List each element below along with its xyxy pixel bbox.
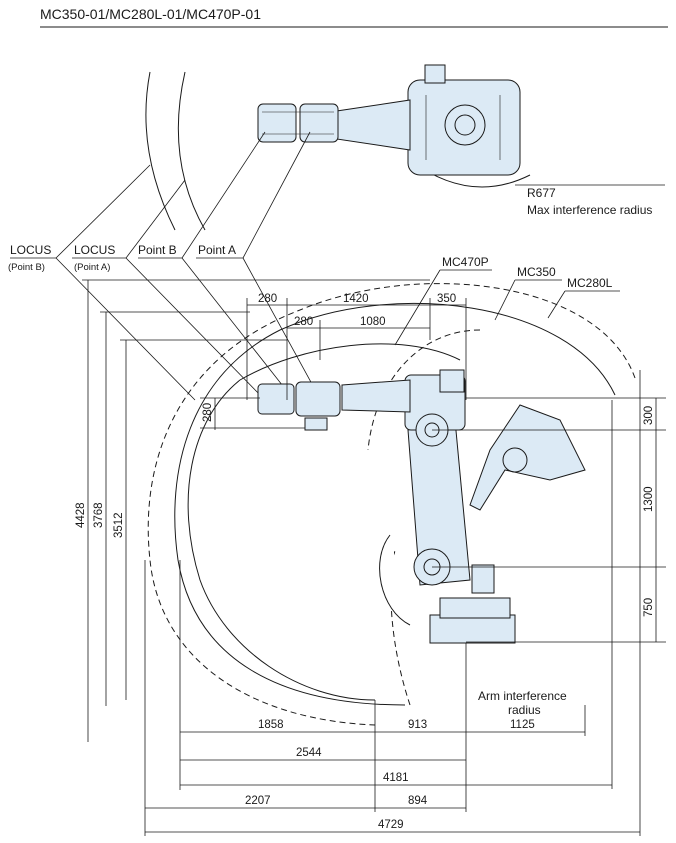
arm-interference-label-2: radius	[508, 703, 541, 717]
dim-b-2207: 2207	[245, 795, 271, 807]
top-view-locus-arc-outer	[145, 71, 176, 231]
dim-b-894: 894	[408, 795, 428, 807]
side-view-envelopes	[147, 283, 636, 726]
locus-a-label: LOCUS	[74, 243, 115, 257]
dim-top-350: 350	[437, 293, 456, 305]
locus-b-label: LOCUS	[10, 243, 51, 257]
diagram-title: MC350-01/MC280L-01/MC470P-01	[40, 6, 261, 22]
dim-b-4729: 4729	[378, 819, 404, 831]
rear-pose-arm	[469, 404, 586, 511]
point-a-label: Point A	[198, 243, 236, 257]
side-view-robot	[257, 369, 586, 644]
leader-lines	[10, 131, 620, 401]
top-view: R677 Max interference radius	[145, 64, 665, 231]
inner-dashed-arc-1	[367, 329, 481, 451]
dim-top-1420: 1420	[343, 293, 369, 305]
dim-mid-1080: 1080	[360, 316, 386, 328]
dim-b-2544: 2544	[296, 747, 322, 759]
top-view-robot	[257, 64, 521, 176]
mc350-label: MC350	[517, 265, 556, 279]
dim-side-280: 280	[202, 403, 214, 422]
dim-b-1858: 1858	[258, 719, 284, 731]
dim-b-4181: 4181	[383, 772, 409, 784]
locus-b-sub-label: (Point B)	[8, 262, 45, 273]
dim-v-3768: 3768	[93, 502, 105, 528]
locus-a-sub-label: (Point A)	[74, 262, 110, 273]
envelope-mc280l	[147, 283, 636, 726]
mc470p-label: MC470P	[442, 255, 489, 269]
point-b-label: Point B	[138, 243, 177, 257]
dim-top-280: 280	[258, 293, 277, 305]
arm-interference-value: 1125	[510, 719, 535, 731]
dim-r-750: 750	[643, 598, 655, 617]
top-view-locus-arc-inner	[177, 71, 206, 231]
dim-r-1300: 1300	[643, 486, 655, 512]
dim-b-913: 913	[408, 719, 427, 731]
rear-interference-arc	[379, 534, 411, 626]
mc280l-label: MC280L	[567, 276, 613, 290]
max-interference-label: Max interference radius	[527, 203, 652, 217]
r677-label: R677	[527, 186, 556, 200]
dim-v-4428: 4428	[75, 502, 87, 528]
envelope-mc470p	[187, 343, 461, 701]
dim-r-300: 300	[643, 406, 655, 425]
dim-mid-280: 280	[294, 316, 313, 328]
dim-v-3512: 3512	[113, 512, 125, 538]
dimension-lines	[82, 279, 666, 836]
arm-interference-label-1: Arm interference	[478, 689, 567, 703]
envelope-mc350	[174, 303, 616, 706]
